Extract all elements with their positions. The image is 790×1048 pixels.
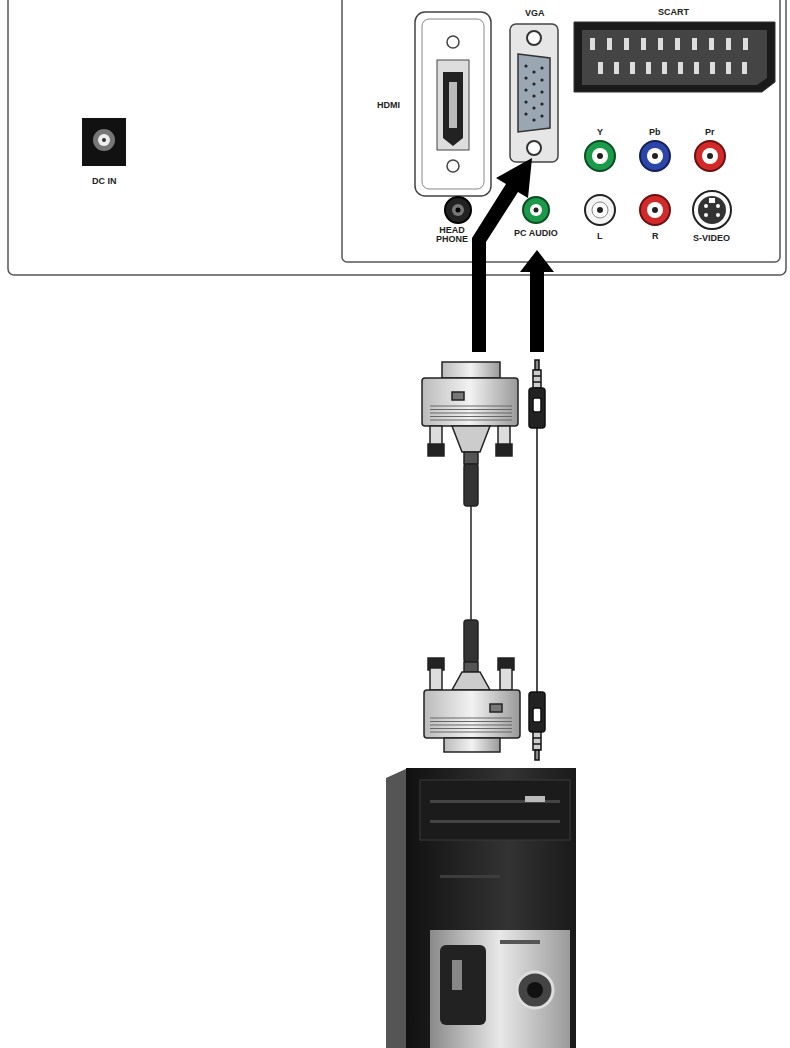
plug-rib	[430, 721, 512, 722]
port-label: SCART	[657, 8, 690, 17]
plug-rib	[430, 718, 512, 719]
plug-rib	[430, 732, 512, 733]
scart-pin	[614, 62, 619, 74]
insert-arrows	[472, 158, 554, 352]
scart-pin	[641, 38, 646, 50]
port-label: HDMI	[376, 101, 401, 110]
scart-pin	[598, 62, 603, 74]
port-label: L	[596, 232, 604, 241]
component-jacks	[585, 141, 725, 171]
hdmi-port	[415, 12, 491, 196]
port-label: Pb	[648, 128, 662, 137]
scart-pin	[662, 62, 667, 74]
plug-rib	[430, 406, 512, 407]
plug-rib	[430, 725, 512, 726]
s-video-jack	[693, 191, 731, 229]
plug-rib	[430, 728, 512, 729]
vga-cable	[422, 362, 520, 752]
scart-pin	[710, 62, 715, 74]
port-label: Pr	[704, 128, 716, 137]
tv-back-panel	[8, 0, 786, 275]
vga-port	[510, 24, 558, 162]
scart-pin	[709, 38, 714, 50]
scart-pin	[726, 38, 731, 50]
scart-pin	[624, 38, 629, 50]
scart-pin	[742, 62, 747, 74]
dc-in-jack	[82, 118, 126, 166]
port-label: DC IN	[91, 177, 118, 186]
scart-pin	[678, 62, 683, 74]
port-label: PC AUDIO	[513, 229, 559, 238]
port-label: S-VIDEO	[692, 234, 731, 243]
scart-pin	[607, 38, 612, 50]
scart-pin	[630, 62, 635, 74]
scart-pin	[675, 38, 680, 50]
scart-pin	[743, 38, 748, 50]
scart-pin	[692, 38, 697, 50]
plug-rib	[430, 416, 512, 417]
pc-tower	[386, 768, 576, 1048]
plug-rib	[430, 420, 512, 421]
scart-pin	[646, 62, 651, 74]
port-label: HEAD PHONE	[434, 226, 470, 245]
plug-rib	[430, 409, 512, 410]
scart-port	[574, 22, 775, 92]
audio-jacks	[445, 195, 670, 225]
scart-pin	[658, 38, 663, 50]
port-label: Y	[596, 128, 604, 137]
scart-pin	[590, 38, 595, 50]
plug-rib	[430, 413, 512, 414]
audio-cable	[529, 360, 545, 760]
scart-pin	[694, 62, 699, 74]
port-label: R	[651, 232, 660, 241]
scart-pin	[726, 62, 731, 74]
port-label: VGA	[524, 9, 546, 18]
